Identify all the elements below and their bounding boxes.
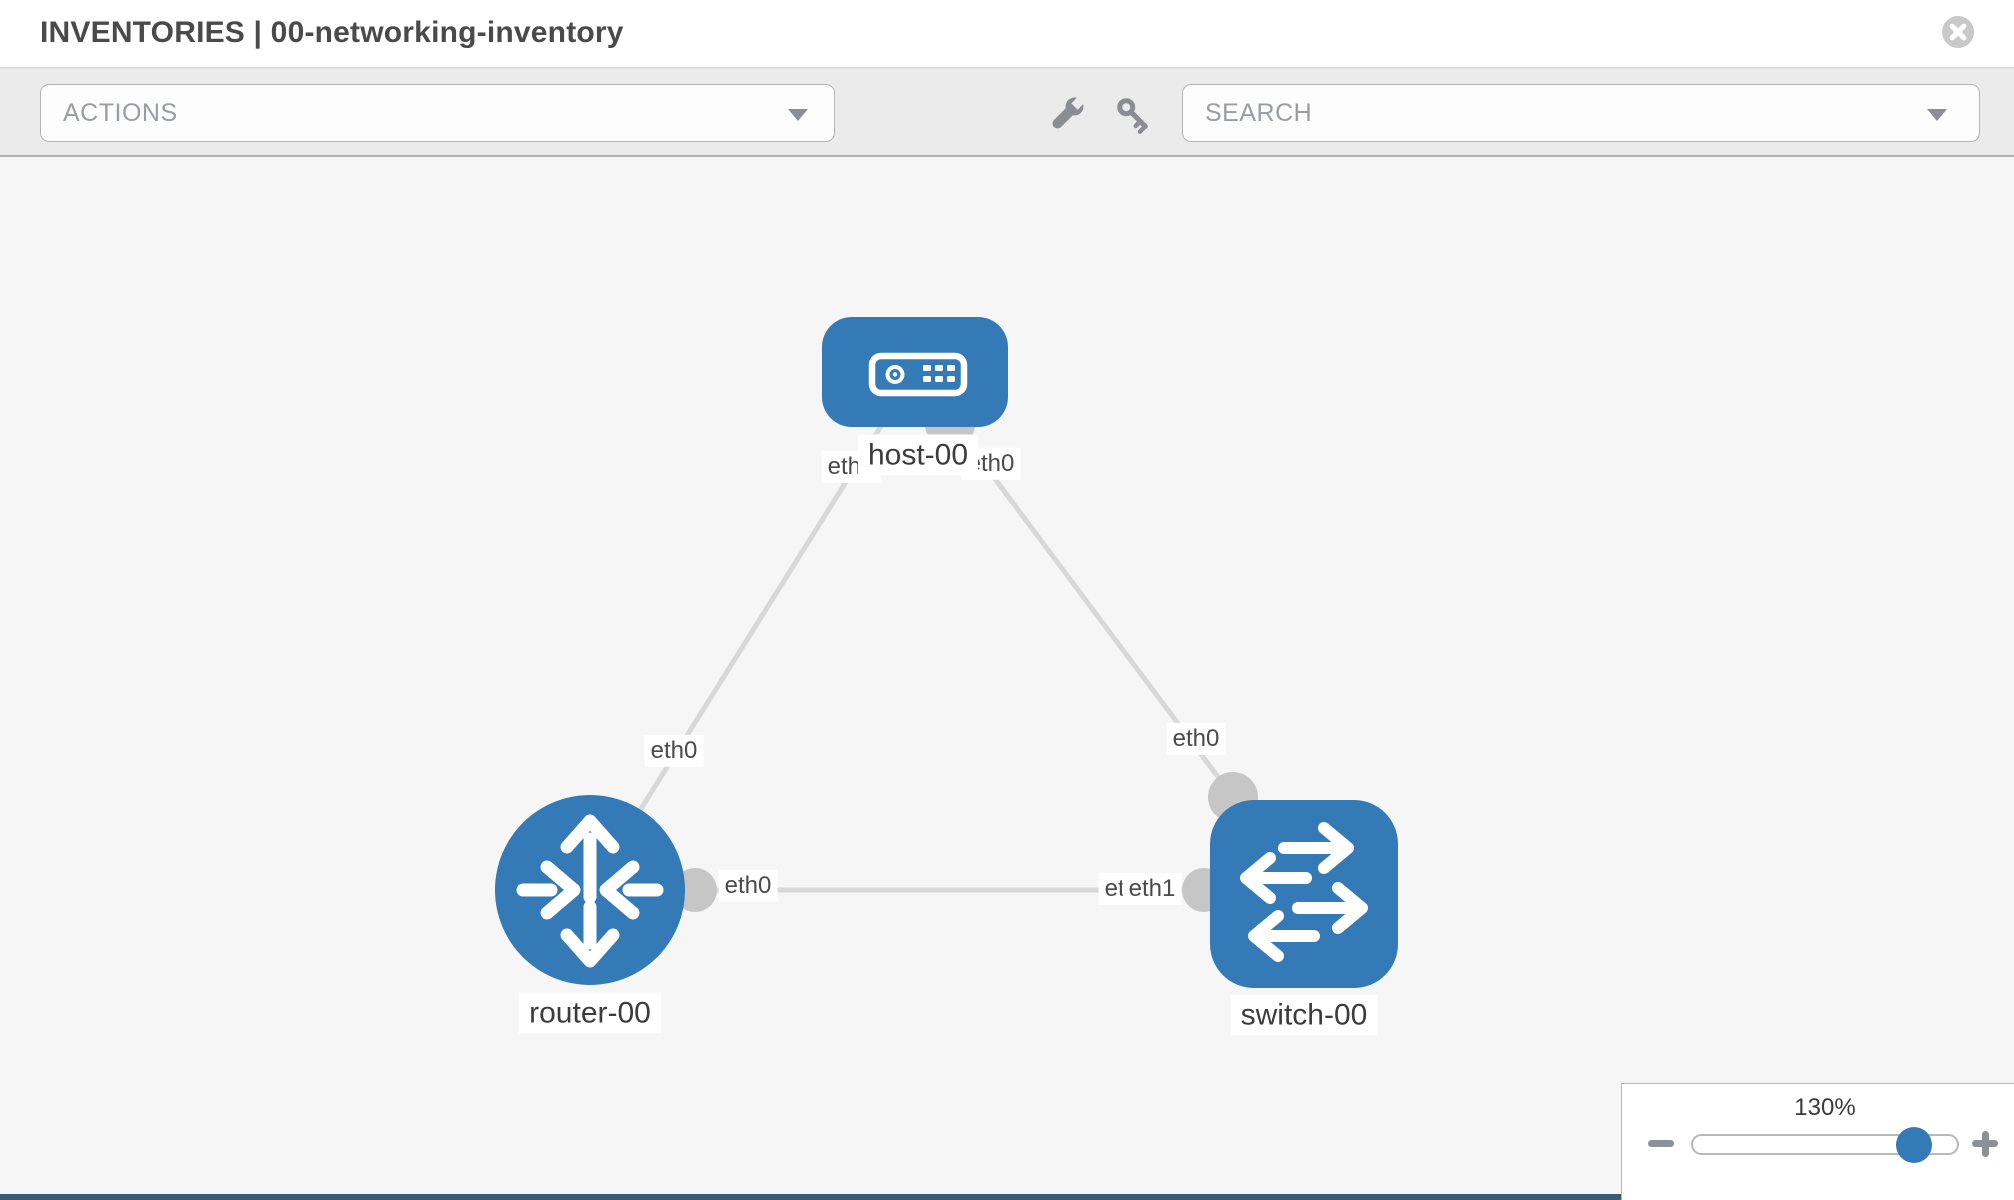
node-router-00[interactable] [495,795,685,985]
search-placeholder: SEARCH [1205,99,1313,127]
zoom-control-panel: 130% [1621,1083,2014,1200]
credentials-button[interactable] [1112,93,1156,137]
actions-dropdown-label: ACTIONS [63,99,178,127]
topology-canvas[interactable]: eth0 eth0 eth0 eth0 eth0 eth0 eth1 host-… [0,157,2014,1200]
interface-label: eth1 [1122,872,1182,906]
actions-dropdown[interactable]: ACTIONS [40,84,835,142]
zoom-slider-track[interactable] [1691,1134,1959,1155]
search-input[interactable]: SEARCH [1182,84,1980,142]
plus-icon [1981,1130,1989,1157]
node-switch-00[interactable] [1210,800,1398,988]
chevron-down-icon [1927,109,1947,121]
node-label-router: router-00 [519,992,661,1034]
header: INVENTORIES | 00-networking-inventory [0,0,2014,68]
close-button[interactable] [1941,15,1975,49]
node-label-switch: switch-00 [1230,994,1378,1036]
switch-arrows-icon [1240,822,1368,962]
node-host-00[interactable] [822,317,1008,427]
wrench-icon [1052,95,1086,129]
interface-label: eth0 [644,734,704,768]
router-arrows-icon [516,814,664,968]
server-icon [868,352,968,397]
page-title: INVENTORIES | 00-networking-inventory [40,16,624,49]
zoom-slider-handle[interactable] [1896,1127,1932,1163]
zoom-level-value: 130% [1794,1094,1856,1121]
minus-icon [1648,1140,1674,1147]
topology-links [587,370,1290,893]
toolbar: ACTIONS SEARC [0,68,2014,157]
key-icon [1117,98,1148,134]
key-management-button[interactable] [1044,93,1088,137]
interface-label: eth0 [1166,722,1226,756]
x-circle-icon [1942,16,1974,48]
zoom-in-button[interactable] [1970,1129,2000,1159]
zoom-out-button[interactable] [1646,1129,1676,1159]
interface-label: eth0 [718,869,778,903]
node-label-host: host-00 [857,434,979,476]
bottom-edge-bar [0,1194,2014,1200]
zoom-slider[interactable] [1691,1127,1959,1163]
chevron-down-icon [788,109,808,121]
